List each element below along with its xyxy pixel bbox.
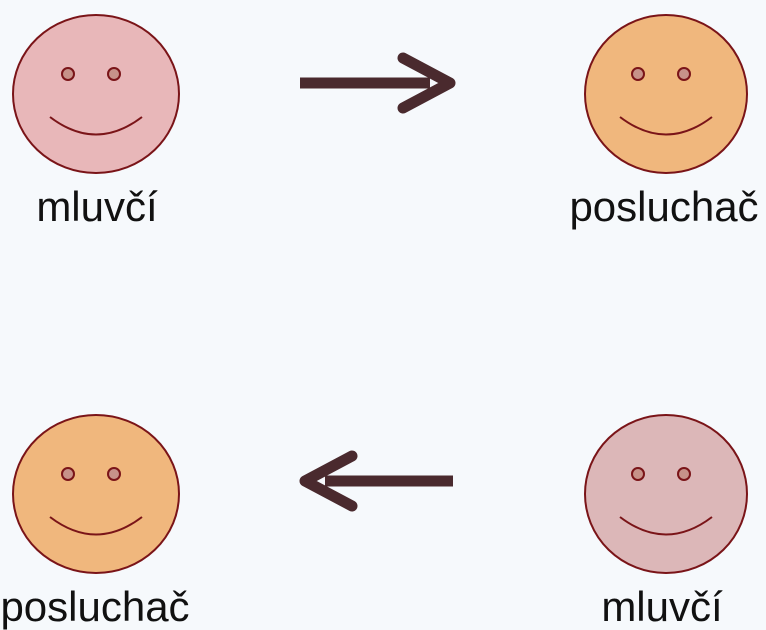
smile	[49, 516, 143, 536]
face-circle	[12, 14, 180, 174]
listener-face-icon-bottom	[10, 412, 182, 576]
right-eye	[677, 467, 691, 481]
listener-face-icon-top	[580, 12, 752, 176]
right-eye	[107, 467, 121, 481]
speaker-face-icon-top	[10, 12, 182, 176]
left-eye	[631, 67, 645, 81]
smile	[619, 516, 713, 536]
face-circle	[584, 14, 748, 174]
left-eye	[61, 67, 75, 81]
listener-label-bottom: posluchač	[0, 583, 190, 630]
face-circle	[584, 414, 748, 574]
smile	[619, 116, 713, 136]
arrow-right-icon	[295, 52, 460, 119]
speaker-label-top: mluvčí	[36, 183, 158, 230]
smile	[49, 116, 143, 136]
right-eye	[677, 67, 691, 81]
speaker-label-bottom: mluvčí	[601, 583, 723, 630]
arrow-left-icon	[295, 450, 460, 517]
listener-label-top: posluchač	[569, 183, 759, 230]
speaker-face-icon-bottom	[580, 412, 752, 576]
face-circle	[12, 414, 180, 574]
left-eye	[631, 467, 645, 481]
left-eye	[61, 467, 75, 481]
right-eye	[107, 67, 121, 81]
